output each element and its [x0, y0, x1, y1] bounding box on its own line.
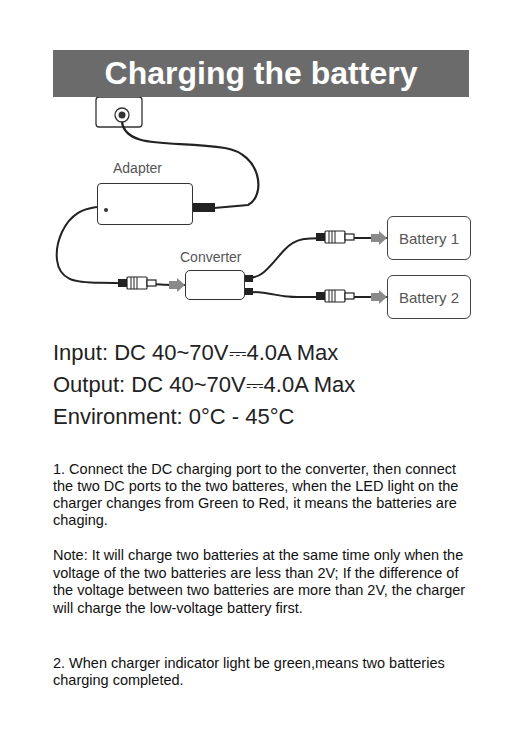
dc-plug [316, 231, 354, 243]
wall-socket [96, 97, 142, 127]
dc-plug [118, 277, 156, 289]
spec-line: Output: DC 40~70V⎓4.0A Max [53, 372, 513, 398]
housing [97, 183, 193, 225]
spec-line: Environment: 0°C - 45°C [53, 404, 513, 430]
battery-label: Battery 1 [399, 230, 459, 247]
adapter-dc-socket [193, 203, 215, 212]
part-label: Converter [180, 249, 241, 265]
part-label: Adapter [113, 160, 162, 176]
note: Note: It will charge two batteries at th… [53, 547, 478, 617]
title-banner: Charging the battery [53, 50, 469, 97]
dc-plug [316, 290, 354, 302]
instruction: 1. Connect the DC charging port to the c… [53, 461, 478, 529]
title: Charging the battery [105, 55, 418, 92]
battery-box: Battery 2 [387, 275, 471, 319]
battery-label: Battery 2 [399, 289, 459, 306]
spec-line: Input: DC 40~70V⎓4.0A Max [53, 340, 513, 366]
instruction: 2. When charger indicator light be green… [53, 655, 478, 689]
cable [245, 238, 387, 278]
adapter-box: Adapter [97, 160, 193, 225]
housing [185, 270, 245, 300]
led-indicator [104, 208, 108, 212]
converter-box: Converter [180, 249, 245, 300]
battery-box: Battery 1 [387, 216, 471, 260]
